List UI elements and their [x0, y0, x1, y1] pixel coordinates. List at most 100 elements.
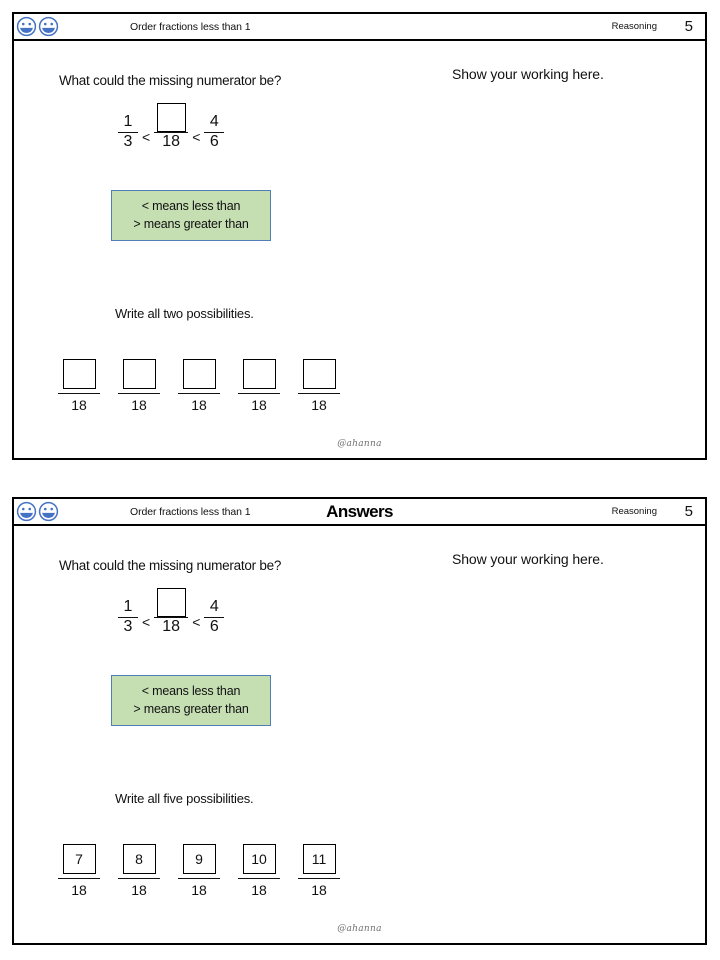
working-prompt: Show your working here.: [452, 66, 604, 82]
numerator-value: [156, 103, 186, 132]
smiley-face-icon: [16, 501, 37, 522]
answer-fraction-row: 7 18 8 18 9 18 10 18: [58, 844, 340, 898]
header-topic: Order fractions less than 1: [130, 20, 251, 33]
slide-header: Order fractions less than 1 Reasoning 5: [14, 14, 705, 41]
numerator-input-box[interactable]: [156, 103, 186, 132]
answer-input-box[interactable]: [182, 359, 216, 389]
fraction-bar: [204, 617, 225, 618]
denominator: 18: [191, 882, 207, 898]
header-topic: Order fractions less than 1: [130, 505, 251, 518]
denominator: 18: [162, 618, 181, 635]
header-answers-label: [14, 14, 705, 39]
key-line-greater-than: > means greater than: [133, 217, 249, 232]
fraction-bar: [204, 132, 225, 133]
header-page-number: 5: [684, 18, 693, 35]
fraction-bar: [58, 393, 100, 394]
slide-header: Order fractions less than 1 Answers Reas…: [14, 499, 705, 526]
fraction-bar: [298, 878, 340, 879]
fraction-right: 4 6: [204, 598, 225, 636]
header-page-number: 5: [684, 503, 693, 520]
relation-less-than-first: <: [142, 128, 151, 145]
fraction-middle: 18: [154, 103, 189, 151]
answer-input-box[interactable]: 10: [242, 844, 276, 874]
question-prompt: What could the missing numerator be?: [59, 558, 282, 573]
denominator: 6: [209, 133, 219, 150]
relation-less-than-second: <: [192, 128, 201, 145]
numerator: 4: [209, 113, 219, 131]
header-answers-label: Answers: [326, 501, 393, 521]
inequality-expression: 1 3 < 18 < 4 6: [118, 103, 225, 151]
symbol-key-box: < means less than > means greater than: [111, 675, 271, 727]
answer-input-box[interactable]: 8: [122, 844, 156, 874]
smiley-logo: [16, 499, 59, 524]
answer-fraction: 11 18: [298, 844, 340, 898]
answer-input-box[interactable]: 11: [302, 844, 336, 874]
denominator: 3: [123, 133, 133, 150]
denominator: 18: [71, 397, 87, 413]
answer-input-box[interactable]: [122, 359, 156, 389]
answer-fraction: 10 18: [238, 844, 280, 898]
denominator: 18: [191, 397, 207, 413]
header-strand: Reasoning: [611, 21, 657, 32]
possibilities-prompt: Write all two possibilities.: [115, 306, 254, 321]
answer-fraction: 18: [58, 359, 100, 413]
answer-input-box[interactable]: [302, 359, 336, 389]
watermark: @ahanna: [337, 439, 382, 449]
answer-fraction: 18: [238, 359, 280, 413]
fraction-bar: [154, 132, 189, 133]
fraction-bar: [238, 878, 280, 879]
question-prompt: What could the missing numerator be?: [59, 73, 282, 88]
smiley-face-icon: [38, 501, 59, 522]
slide-body: What could the missing numerator be? Sho…: [14, 526, 705, 943]
answer-fraction: 8 18: [118, 844, 160, 898]
fraction-right: 4 6: [204, 113, 225, 151]
fraction-bar: [178, 878, 220, 879]
denominator: 18: [71, 882, 87, 898]
denominator: 18: [131, 882, 147, 898]
denominator: 18: [251, 882, 267, 898]
smiley-face-icon: [38, 16, 59, 37]
smiley-face-icon: [16, 16, 37, 37]
numerator-input-box[interactable]: [156, 588, 186, 617]
key-line-less-than: < means less than: [141, 199, 241, 213]
denominator: 18: [162, 133, 181, 150]
fraction-middle: 18: [154, 588, 189, 636]
fraction-bar: [118, 393, 160, 394]
fraction-bar: [178, 393, 220, 394]
header-strand: Reasoning: [611, 506, 657, 517]
numerator-value: [156, 588, 186, 617]
fraction-left: 1 3: [118, 598, 138, 636]
answer-fraction-row: 18 18 18 18: [58, 359, 340, 413]
numerator: 1: [123, 598, 133, 616]
symbol-key-box: < means less than > means greater than: [111, 190, 271, 242]
denominator: 18: [131, 397, 147, 413]
fraction-bar: [118, 132, 138, 133]
key-line-less-than: < means less than: [141, 684, 241, 698]
answer-fraction: 18: [298, 359, 340, 413]
key-line-greater-than: > means greater than: [133, 702, 249, 717]
answer-fraction: 18: [118, 359, 160, 413]
fraction-bar: [118, 617, 138, 618]
fraction-bar: [58, 878, 100, 879]
fraction-bar: [298, 393, 340, 394]
answer-input-box[interactable]: [62, 359, 96, 389]
denominator: 18: [311, 882, 327, 898]
denominator: 18: [251, 397, 267, 413]
numerator: 1: [123, 113, 133, 131]
answer-fraction: 18: [178, 359, 220, 413]
smiley-logo: [16, 14, 59, 39]
possibilities-prompt: Write all five possibilities.: [115, 791, 254, 806]
numerator: 4: [209, 598, 219, 616]
answer-input-box[interactable]: 7: [62, 844, 96, 874]
denominator: 18: [311, 397, 327, 413]
slide-answers: Order fractions less than 1 Answers Reas…: [12, 497, 707, 945]
denominator: 6: [209, 618, 219, 635]
relation-less-than-first: <: [142, 613, 151, 630]
answer-input-box[interactable]: 9: [182, 844, 216, 874]
slide-body: What could the missing numerator be? Sho…: [14, 41, 705, 458]
relation-less-than-second: <: [192, 613, 201, 630]
fraction-bar: [238, 393, 280, 394]
slide-question: Order fractions less than 1 Reasoning 5 …: [12, 12, 707, 460]
answer-input-box[interactable]: [242, 359, 276, 389]
